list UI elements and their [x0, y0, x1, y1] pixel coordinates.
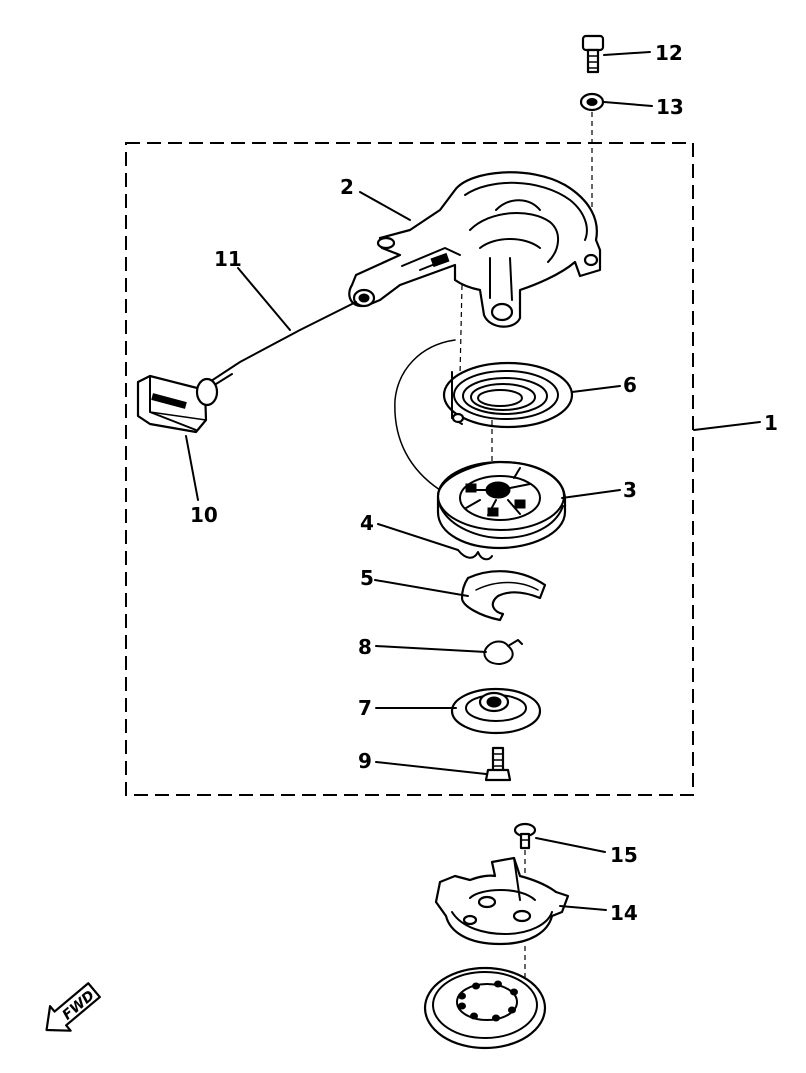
callout-13: 13	[656, 95, 684, 119]
callout-6: 6	[623, 373, 637, 397]
leader-3	[561, 489, 621, 499]
callout-labels: 12 13 1 2 11 10 6 3 4 5 8 7 9 15 14	[190, 41, 778, 925]
flywheel-plate	[423, 966, 547, 1050]
callout-1: 1	[764, 411, 778, 435]
callout-9: 9	[358, 749, 372, 773]
part-14-drive-plate	[434, 856, 570, 946]
assembly-boundary	[125, 142, 694, 796]
callout-7: 7	[358, 696, 372, 720]
part-5-pawl-plate	[460, 570, 547, 622]
part-6-recoil-spring	[442, 361, 574, 429]
leader-9	[375, 761, 487, 775]
axis-2-6	[459, 284, 463, 376]
part-13-washer	[579, 92, 605, 112]
rope-coil	[394, 339, 456, 491]
part-4-spring	[457, 549, 493, 561]
part-10-starter-handle	[136, 373, 233, 434]
leader-6	[571, 385, 621, 393]
callout-12: 12	[655, 41, 683, 65]
leader-10	[185, 435, 199, 501]
part-8-circlip	[483, 639, 523, 665]
leader-lines	[185, 51, 761, 911]
leader-1	[693, 421, 761, 431]
callout-8: 8	[358, 635, 372, 659]
forward-arrow-icon: FWD	[45, 982, 101, 1032]
leader-5	[374, 579, 469, 597]
callout-3: 3	[623, 478, 637, 502]
callout-2: 2	[340, 175, 354, 199]
callout-4: 4	[360, 511, 374, 535]
part-7-friction-plate	[450, 687, 542, 735]
part-2-starter-housing	[348, 171, 602, 328]
callout-11: 11	[214, 247, 242, 271]
leader-4	[377, 523, 459, 551]
part-12-bolt	[581, 34, 605, 74]
part-3-rope-pulley	[436, 460, 567, 550]
leader-13	[603, 101, 653, 107]
part-11-starter-rope	[204, 301, 357, 386]
callout-10: 10	[190, 503, 218, 527]
part-9-bolt	[484, 746, 512, 782]
leader-8	[375, 645, 487, 653]
leader-14	[559, 905, 607, 911]
leader-11	[237, 267, 291, 331]
callout-14: 14	[610, 901, 638, 925]
callout-15: 15	[610, 843, 638, 867]
leader-2	[359, 191, 411, 221]
part-15-screw	[513, 822, 537, 850]
callout-5: 5	[360, 566, 374, 590]
leader-12	[603, 51, 651, 56]
leader-15	[535, 837, 606, 853]
